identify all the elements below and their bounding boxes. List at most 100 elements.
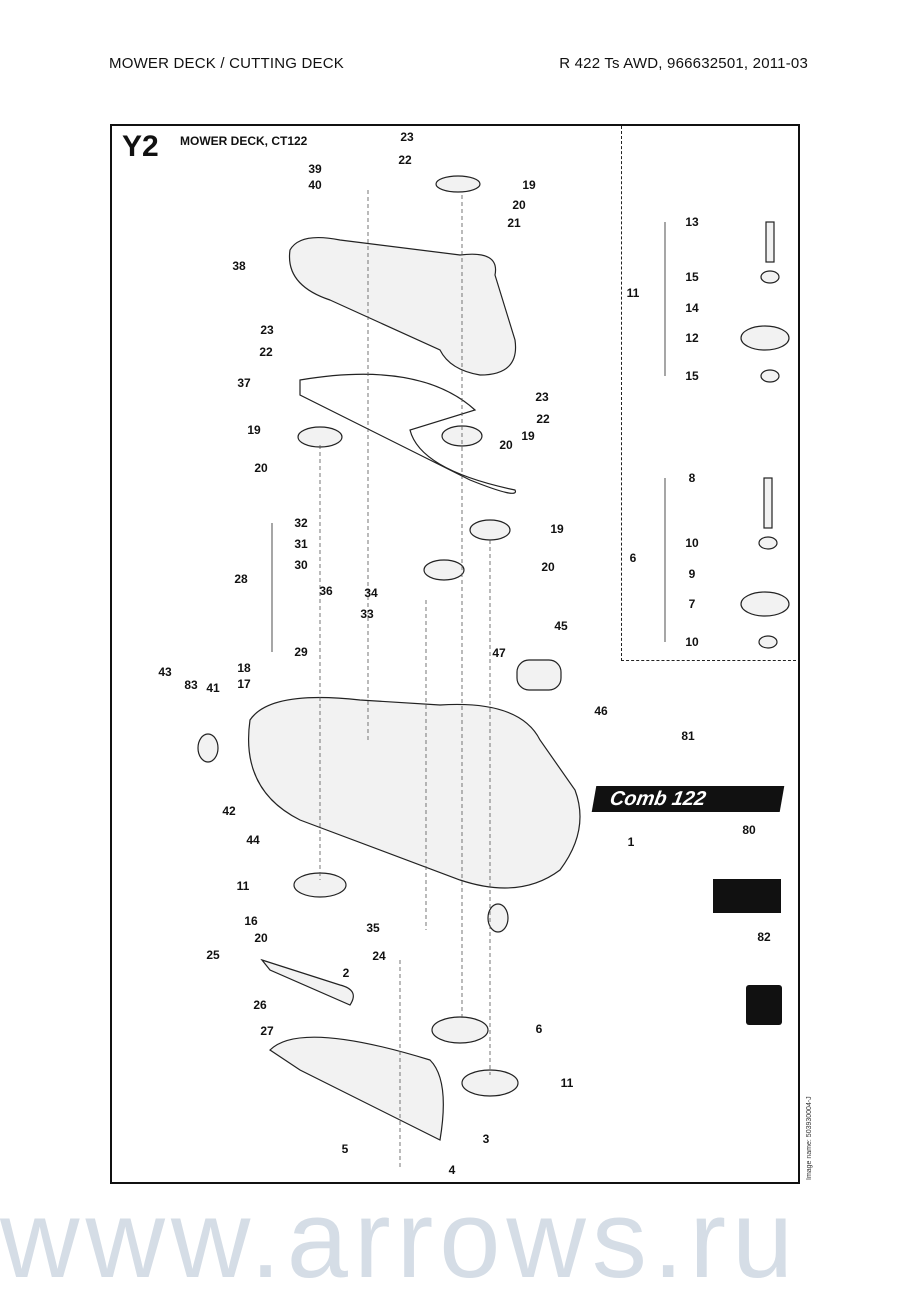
part-callout: 20 bbox=[512, 198, 526, 212]
part-callout: 80 bbox=[742, 823, 756, 837]
part-callout: 43 bbox=[158, 665, 172, 679]
spindle bbox=[461, 1069, 519, 1097]
part-callout: 33 bbox=[360, 607, 374, 621]
part-callout: 23 bbox=[535, 390, 549, 404]
page-section-title: MOWER DECK / CUTTING DECK bbox=[109, 55, 345, 72]
part-callout: 81 bbox=[681, 729, 695, 743]
part-callout: 46 bbox=[594, 704, 608, 718]
part-callout: 45 bbox=[554, 619, 568, 633]
part-callout: 15 bbox=[685, 270, 699, 284]
part-callout: 42 bbox=[222, 804, 236, 818]
part-callout: 34 bbox=[364, 586, 378, 600]
part-callout: 3 bbox=[482, 1132, 490, 1146]
blade bbox=[260, 958, 354, 1006]
part-callout: 38 bbox=[232, 259, 246, 273]
part-callout: 17 bbox=[237, 677, 251, 691]
part-callout: 25 bbox=[206, 948, 220, 962]
part-callout: 5 bbox=[341, 1142, 349, 1156]
part-callout: 20 bbox=[541, 560, 555, 574]
part-callout: 9 bbox=[688, 567, 696, 581]
spindle bbox=[293, 872, 347, 898]
part-callout: 39 bbox=[308, 162, 322, 176]
part-callout: 27 bbox=[260, 1024, 274, 1038]
part-callout: 11 bbox=[236, 879, 250, 893]
part-callout: 8 bbox=[688, 471, 696, 485]
part-callout: 20 bbox=[254, 461, 268, 475]
part-callout: 7 bbox=[688, 597, 696, 611]
part-callout: 10 bbox=[685, 536, 699, 550]
part-callout: 19 bbox=[521, 429, 535, 443]
bearing bbox=[758, 635, 778, 649]
part-callout: 11 bbox=[560, 1076, 574, 1090]
bearing bbox=[760, 270, 780, 284]
part-callout: 35 bbox=[366, 921, 380, 935]
decal-82 bbox=[746, 985, 782, 1025]
spindle bbox=[740, 591, 790, 617]
diagram-code: Y2 bbox=[122, 130, 159, 163]
part-callout: 23 bbox=[400, 130, 414, 144]
part-callout: 47 bbox=[492, 646, 506, 660]
part-callout: 21 bbox=[507, 216, 521, 230]
part-callout: 82 bbox=[757, 930, 771, 944]
part-callout: 22 bbox=[536, 412, 550, 426]
part-callout: 28 bbox=[234, 572, 248, 586]
part-callout: 24 bbox=[372, 949, 386, 963]
pulley bbox=[297, 426, 343, 448]
part-callout: 10 bbox=[685, 635, 699, 649]
mower-deck bbox=[248, 696, 581, 889]
spacer-45 bbox=[516, 659, 562, 691]
part-callout: 11 bbox=[626, 286, 640, 300]
part-callout: 20 bbox=[254, 931, 268, 945]
part-callout: 6 bbox=[629, 551, 637, 565]
wheel bbox=[197, 733, 219, 763]
part-callout: 37 bbox=[237, 376, 251, 390]
part-callout: 23 bbox=[260, 323, 274, 337]
part-callout: 32 bbox=[294, 516, 308, 530]
shaft bbox=[765, 221, 775, 263]
part-callout: 18 bbox=[237, 661, 251, 675]
part-callout: 19 bbox=[550, 522, 564, 536]
diagram-frame bbox=[110, 124, 800, 1184]
part-callout: 22 bbox=[398, 153, 412, 167]
part-callout: 41 bbox=[206, 681, 220, 695]
part-callout: 12 bbox=[685, 331, 699, 345]
part-callout: 6 bbox=[535, 1022, 543, 1036]
spindle bbox=[431, 1016, 489, 1044]
bearing bbox=[760, 369, 780, 383]
part-callout: 2 bbox=[342, 966, 350, 980]
part-callout: 29 bbox=[294, 645, 308, 659]
decal-81: Comb 122 bbox=[591, 786, 785, 812]
part-callout: 26 bbox=[253, 998, 267, 1012]
model-info: R 422 Ts AWD, 966632501, 2011-03 bbox=[559, 55, 808, 72]
part-callout: 14 bbox=[685, 301, 699, 315]
watermark: www.arrows.ru bbox=[0, 1178, 800, 1301]
pulley bbox=[423, 559, 465, 581]
part-callout: 30 bbox=[294, 558, 308, 572]
part-callout: 15 bbox=[685, 369, 699, 383]
part-callout: 31 bbox=[294, 537, 308, 551]
part-callout: 1 bbox=[627, 835, 635, 849]
belt bbox=[299, 373, 516, 494]
belt-cover bbox=[288, 237, 517, 376]
bearing bbox=[758, 536, 778, 550]
pulley bbox=[469, 519, 511, 541]
part-callout: 20 bbox=[499, 438, 513, 452]
part-callout: 44 bbox=[246, 833, 260, 847]
part-callout: 22 bbox=[259, 345, 273, 359]
part-callout: 13 bbox=[685, 215, 699, 229]
blade-guard bbox=[269, 1036, 444, 1141]
part-callout: 19 bbox=[522, 178, 536, 192]
part-callout: 40 bbox=[308, 178, 322, 192]
decal-80 bbox=[713, 879, 781, 913]
part-callout: 36 bbox=[319, 584, 333, 598]
detail-box bbox=[621, 126, 796, 661]
diagram-title: MOWER DECK, CT122 bbox=[180, 134, 308, 148]
wheel bbox=[487, 903, 509, 933]
pulley bbox=[435, 175, 481, 193]
part-callout: 16 bbox=[244, 914, 258, 928]
spindle bbox=[740, 325, 790, 351]
part-callout: 4 bbox=[448, 1163, 456, 1177]
shaft bbox=[763, 477, 773, 529]
part-callout: 19 bbox=[247, 423, 261, 437]
